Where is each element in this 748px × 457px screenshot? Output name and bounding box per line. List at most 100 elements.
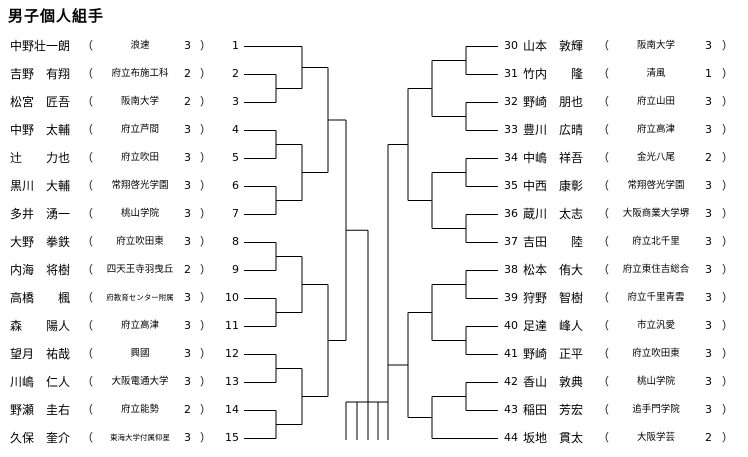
- school-name: 大阪電通大学: [111, 376, 169, 387]
- school-name: 府立北千里: [632, 236, 680, 247]
- grade: 3: [184, 235, 191, 248]
- player-name: 吉田 陸: [523, 235, 584, 249]
- paren-close: ）: [722, 235, 733, 248]
- grade: 3: [705, 39, 712, 52]
- player-name: 多井 湧一: [10, 207, 71, 221]
- paren-open: （: [598, 95, 609, 108]
- paren-open: （: [598, 263, 609, 276]
- paren-open: （: [598, 291, 609, 304]
- player-name: 狩野 智樹: [523, 291, 584, 305]
- entry-number: 3: [232, 95, 239, 108]
- paren-close: ）: [722, 263, 733, 276]
- grade: 2: [184, 263, 191, 276]
- paren-open: （: [598, 347, 609, 360]
- grade: 3: [705, 263, 712, 276]
- entry-number: 42: [504, 375, 518, 388]
- entry-number: 34: [504, 151, 518, 164]
- paren-open: （: [82, 95, 93, 108]
- paren-close: ）: [200, 123, 211, 136]
- grade: 3: [705, 235, 712, 248]
- grade: 3: [705, 179, 712, 192]
- grade: 3: [705, 375, 712, 388]
- entry-number: 12: [225, 347, 239, 360]
- grade: 3: [705, 123, 712, 136]
- entry-number: 4: [232, 123, 239, 136]
- paren-close: ）: [200, 207, 211, 220]
- school-name: 追手門学院: [632, 404, 680, 415]
- paren-close: ）: [722, 403, 733, 416]
- school-name: 府立高津: [636, 124, 675, 135]
- school-name: 府立山田: [636, 96, 675, 107]
- player-name: 森 陽人: [10, 319, 71, 333]
- player-name: 松本 侑大: [523, 263, 584, 277]
- player-name: 野瀬 圭右: [10, 403, 71, 417]
- grade: 2: [705, 431, 712, 444]
- paren-open: （: [598, 235, 609, 248]
- player-name: 豊川 広晴: [523, 123, 584, 137]
- player-name: 中野壮一朗: [10, 39, 71, 53]
- paren-close: ）: [722, 179, 733, 192]
- entry-number: 9: [232, 263, 239, 276]
- paren-close: ）: [722, 291, 733, 304]
- player-name: 望月 祐哉: [10, 347, 71, 361]
- paren-close: ）: [722, 67, 733, 80]
- entry-number: 7: [232, 207, 239, 220]
- player-name: 香山 敦典: [523, 375, 584, 389]
- paren-open: （: [82, 207, 93, 220]
- paren-close: ）: [200, 347, 211, 360]
- paren-open: （: [598, 403, 609, 416]
- entry-number: 31: [504, 67, 518, 80]
- player-name: 竹内 隆: [523, 67, 584, 81]
- grade: 3: [705, 95, 712, 108]
- player-name: 蔵川 太志: [523, 207, 584, 221]
- paren-open: （: [598, 39, 609, 52]
- entry-number: 36: [504, 207, 518, 220]
- player-name: 山本 敦輝: [523, 39, 584, 53]
- grade: 1: [705, 67, 712, 80]
- entry-number: 13: [225, 375, 239, 388]
- grade: 3: [184, 179, 191, 192]
- paren-close: ）: [722, 431, 733, 444]
- entry-number: 2: [232, 67, 239, 80]
- paren-open: （: [82, 375, 93, 388]
- paren-close: ）: [200, 151, 211, 164]
- paren-close: ）: [722, 39, 733, 52]
- player-name: 野崎 正平: [523, 347, 584, 361]
- player-name: 内海 将樹: [10, 263, 71, 277]
- paren-close: ）: [200, 95, 211, 108]
- player-name: 高橋 楓: [10, 291, 71, 305]
- paren-close: ）: [200, 319, 211, 332]
- paren-open: （: [82, 431, 93, 444]
- grade: 3: [184, 123, 191, 136]
- entry-number: 15: [225, 431, 239, 444]
- grade: 3: [705, 319, 712, 332]
- school-name: 清風: [646, 68, 666, 79]
- paren-open: （: [598, 67, 609, 80]
- paren-close: ）: [722, 375, 733, 388]
- school-name: 阪南大学: [636, 40, 675, 51]
- paren-close: ）: [722, 347, 733, 360]
- player-name: 大野 拳鉄: [10, 235, 71, 249]
- grade: 3: [184, 207, 191, 220]
- right-entry-row: 38 松本 侑大 （ 府立東住吉総合 3 ）: [0, 261, 748, 279]
- entry-number: 43: [504, 403, 518, 416]
- school-name: 府立東住吉総合: [622, 264, 690, 275]
- grade: 2: [184, 403, 191, 416]
- paren-close: ）: [200, 431, 211, 444]
- paren-open: （: [82, 291, 93, 304]
- player-name: 辻 力也: [10, 151, 71, 165]
- player-name: 野崎 朋也: [523, 95, 584, 109]
- grade: 3: [184, 151, 191, 164]
- entry-number: 38: [504, 263, 518, 276]
